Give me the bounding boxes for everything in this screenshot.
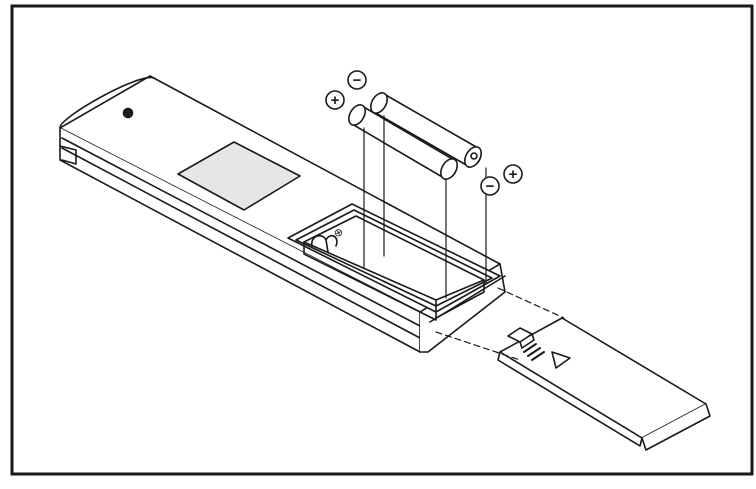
polarity-plus-left: + [325, 90, 345, 110]
svg-text:+: + [509, 166, 518, 183]
polarity-marks: + − − + [325, 70, 523, 196]
battery-left [348, 104, 458, 180]
led-indicator [122, 107, 134, 119]
battery-cover [497, 317, 711, 451]
slide-direction-arrow [551, 351, 571, 369]
polarity-minus-left: − [347, 70, 367, 90]
cover-alignment-lines [435, 287, 565, 361]
polarity-minus-right: − [480, 176, 500, 196]
battery-compartment: ⊕ [287, 203, 501, 321]
svg-text:+: + [331, 92, 340, 109]
polarity-plus-right: + [503, 164, 523, 184]
svg-text:−: − [353, 72, 362, 89]
display-window [177, 141, 301, 211]
battery-right [370, 92, 482, 168]
svg-text:−: − [486, 178, 495, 195]
